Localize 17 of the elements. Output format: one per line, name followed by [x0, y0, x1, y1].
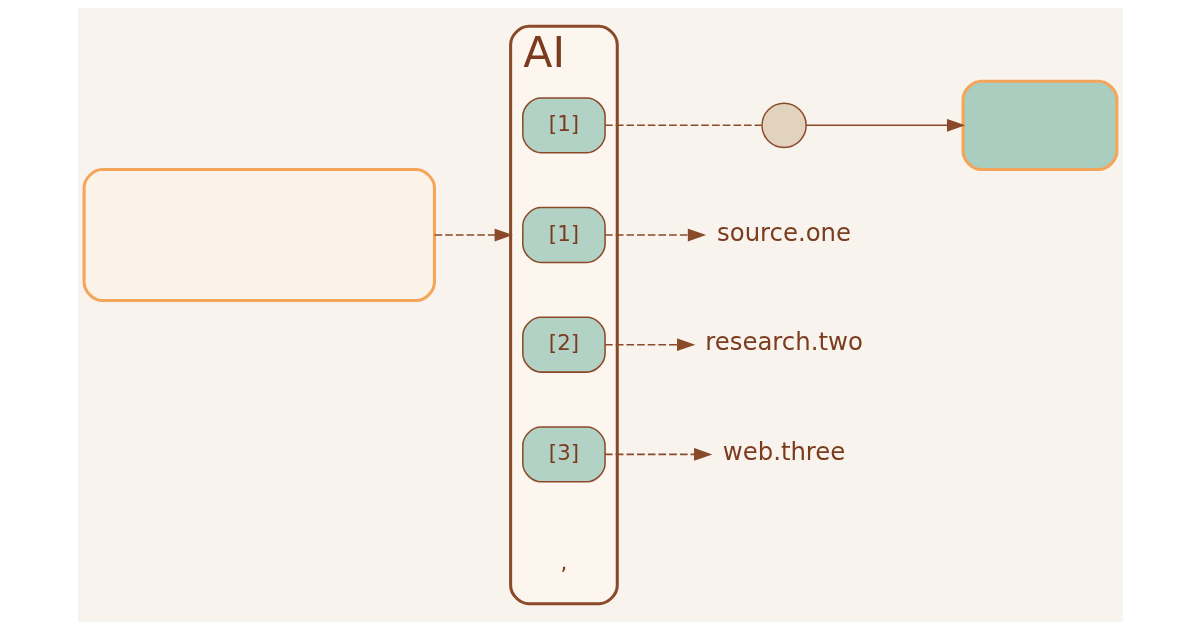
node-box: [1]: [521, 97, 606, 154]
node-box: [82, 168, 436, 303]
node-text: research.two: [704, 327, 863, 357]
node-box: [961, 79, 1118, 172]
arrow: [604, 338, 695, 352]
node-text: source.one: [716, 217, 851, 247]
arrow: [805, 118, 965, 132]
node-box: [2]: [521, 316, 606, 373]
arrow: [604, 447, 712, 461]
connector: [604, 124, 762, 127]
node-box: [1]: [521, 206, 606, 264]
node-box: [3]: [521, 426, 606, 483]
label: ,: [560, 549, 567, 575]
arrow: [604, 228, 706, 242]
node-text: web.three: [722, 437, 845, 467]
node-circle: [760, 102, 807, 149]
arrow: [433, 228, 513, 242]
